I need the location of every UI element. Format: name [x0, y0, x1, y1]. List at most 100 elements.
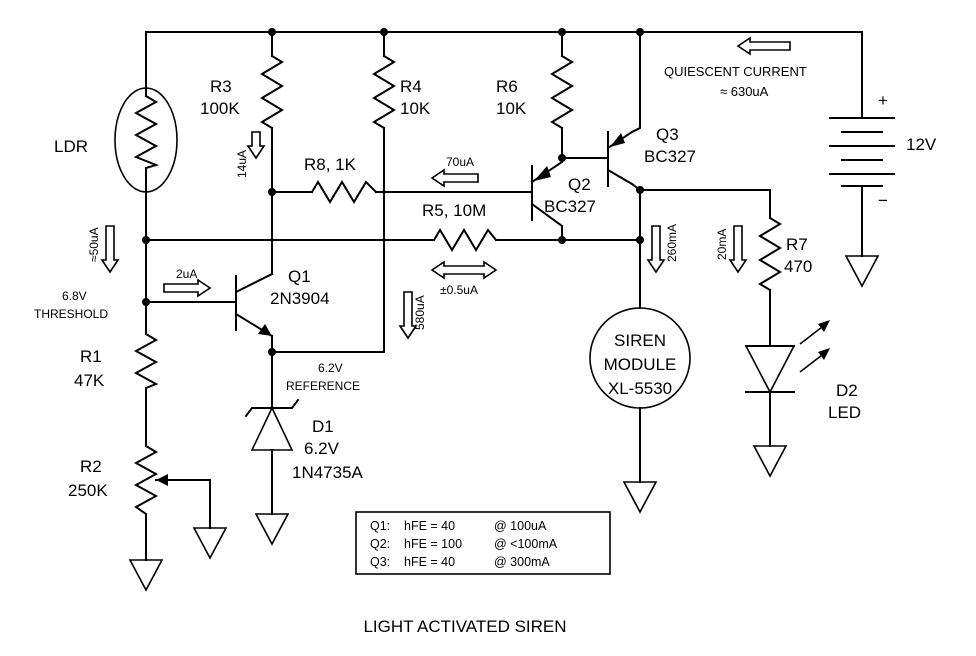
- ldr: [114, 87, 178, 193]
- junction-dot: [636, 236, 644, 244]
- r4-resistor: [372, 54, 396, 130]
- siren-line2: MODULE: [604, 355, 677, 374]
- wires: [145, 31, 863, 561]
- q2-emitter-arrow: [534, 166, 551, 181]
- hfe-row-text: hFE = 40: [404, 555, 455, 569]
- r3-name: R3: [210, 77, 232, 96]
- q3-collector-wire: [630, 182, 641, 309]
- current-arrows: [100, 36, 791, 340]
- ldr-resistor: [133, 94, 160, 170]
- junction-dot: [142, 298, 150, 306]
- r2-wiper-arrow: [156, 474, 168, 486]
- q1-collector-lead: [234, 272, 274, 294]
- d1-triangle: [250, 406, 294, 451]
- d1-voltage: 6.2V: [304, 439, 340, 458]
- r5-resistor: [432, 228, 498, 252]
- d2-ray-arrow-1: [818, 320, 830, 332]
- q1-emitter-arrow: [258, 324, 272, 336]
- hfe-row-text: hFE = 40: [404, 519, 455, 533]
- q2-name: Q2: [568, 175, 591, 194]
- r2-name: R2: [80, 457, 102, 476]
- ground-symbol: [192, 527, 228, 560]
- q2-transistor: [530, 160, 564, 228]
- hfe-row-text: hFE = 100: [404, 537, 462, 551]
- r6-resistor: [550, 54, 574, 130]
- quiescent-current-label: QUIESCENT CURRENT: [664, 64, 807, 79]
- q3-collector-lead: [606, 168, 634, 186]
- q2-collector-lead: [530, 202, 564, 228]
- q1-name: Q1: [288, 267, 311, 286]
- q3-transistor: [606, 130, 634, 187]
- diagram-title: LIGHT ACTIVATED SIREN: [363, 617, 566, 636]
- q3-name: Q3: [656, 125, 679, 144]
- r1-resistor: [133, 332, 159, 390]
- hfe-table: Q1: hFE = 40 @ 100uA Q2: hFE = 100 @ <10…: [370, 519, 558, 569]
- junction-dot: [636, 28, 644, 36]
- threshold-voltage: 6.8V: [62, 289, 87, 303]
- led-current-arrow: [728, 225, 748, 274]
- labels: LDR R3 100K R4 10K R6 10K R8, 1K R5, 10M…: [34, 64, 937, 636]
- r4-value: 10K: [400, 99, 431, 118]
- r7-value: 470: [784, 257, 812, 276]
- d1-name: D1: [312, 417, 334, 436]
- q1-part: 2N3904: [270, 289, 330, 308]
- ground-symbol: [622, 481, 658, 514]
- junction-dot: [380, 28, 388, 36]
- hfe-row-label: Q2:: [370, 537, 390, 551]
- r3-value: 100K: [200, 99, 240, 118]
- quiescent-current-value: ≈ 630uA: [720, 84, 769, 99]
- ground-symbol: [752, 445, 788, 478]
- r6-value: 10K: [496, 99, 527, 118]
- q2-part: BC327: [544, 197, 596, 216]
- d2-led: [744, 320, 830, 394]
- ldr-envelope: [114, 87, 178, 193]
- r5-label: R5, 10M: [422, 201, 486, 220]
- r2-wiper-wire: [155, 479, 211, 529]
- d2-ray-arrow-2: [818, 348, 830, 360]
- r8-current-arrow: [430, 168, 479, 188]
- d1-part: 1N4735A: [292, 463, 364, 482]
- r7-name: R7: [786, 235, 808, 254]
- led-current-label: 20mA: [715, 229, 729, 260]
- r3-current-label: 14uA: [235, 150, 249, 178]
- ldr-current-arrow: [100, 225, 120, 274]
- q3-part: BC327: [644, 147, 696, 166]
- r5-current-label: ±0.5uA: [440, 283, 478, 297]
- junction-dot: [268, 348, 276, 356]
- junction-dot: [268, 28, 276, 36]
- r4-current-arrow: [398, 291, 418, 340]
- q1-transistor: [234, 272, 274, 338]
- ldr-label: LDR: [54, 137, 88, 156]
- battery-12v: [829, 117, 895, 187]
- d1-zener-bar: [244, 398, 300, 418]
- hfe-row-label: Q1:: [370, 519, 390, 533]
- r5-current-arrow: [430, 260, 498, 280]
- q3-emitter-wire: [630, 31, 641, 134]
- r7-resistor: [758, 216, 782, 292]
- siren-line1: SIREN: [614, 331, 666, 350]
- r1-value: 47K: [74, 371, 105, 390]
- q3-emitter-arrow: [610, 133, 625, 147]
- hfe-row-cond: @ 300mA: [494, 555, 550, 569]
- r2-value: 250K: [68, 481, 108, 500]
- r3-current-arrow: [246, 131, 266, 160]
- q1-base-current-label: 2uA: [176, 267, 197, 281]
- junctions: [142, 28, 644, 356]
- quiescent-current-arrow: [736, 36, 791, 56]
- resistors: [133, 54, 782, 516]
- r8-current-label: 70uA: [446, 155, 474, 169]
- ground-symbol: [254, 513, 290, 546]
- siren-line3: XL-5530: [608, 379, 672, 398]
- junction-dot: [142, 236, 150, 244]
- r1-name: R1: [80, 347, 102, 366]
- battery-plus: +: [878, 91, 888, 110]
- junction-dot: [636, 186, 644, 194]
- d2-triangle: [744, 345, 796, 394]
- ground-symbol: [128, 559, 164, 592]
- junction-dot: [558, 28, 566, 36]
- threshold-label: THRESHOLD: [34, 307, 108, 321]
- ldr-current-label: ≈50uA: [87, 227, 101, 262]
- r4-name: R4: [400, 77, 422, 96]
- hfe-row-cond: @ <100mA: [494, 537, 558, 551]
